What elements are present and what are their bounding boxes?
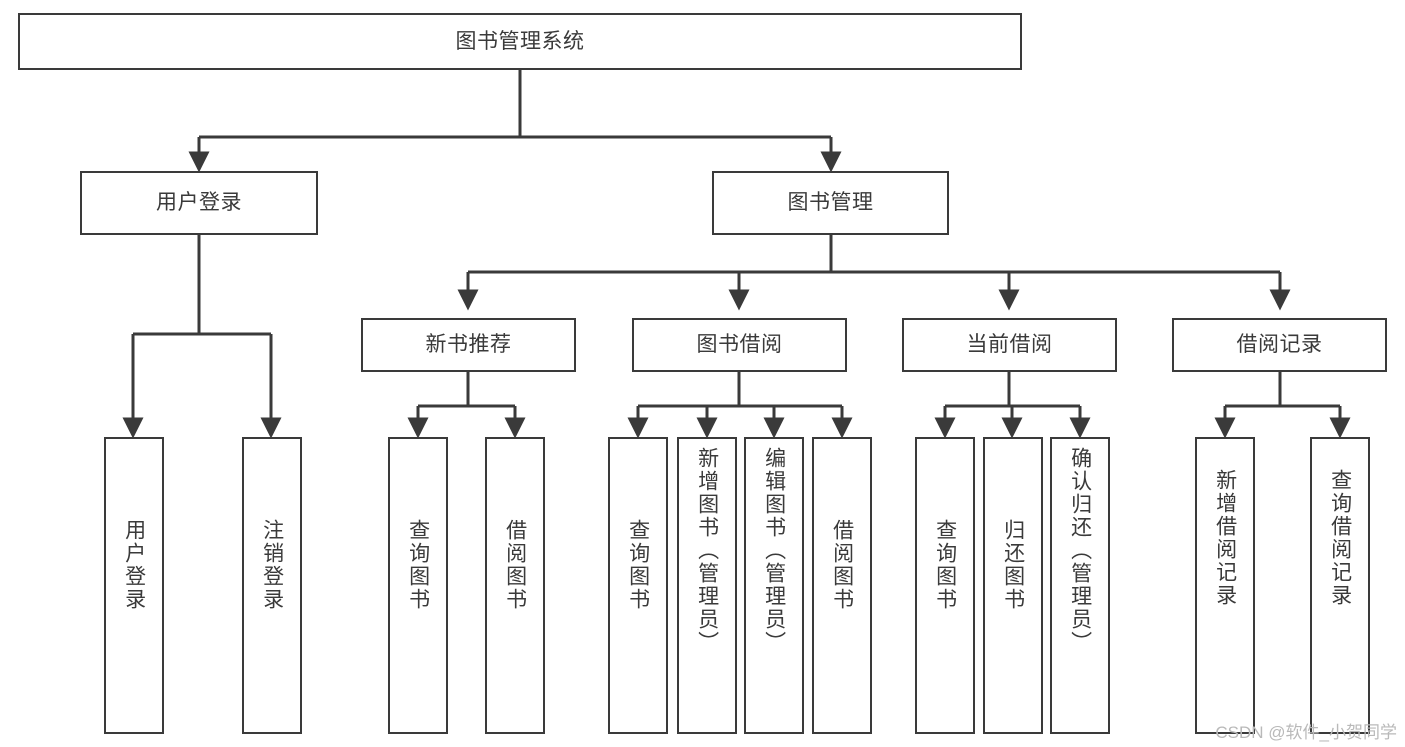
node-leaf-user-logout[interactable]: 注销登录 (242, 437, 302, 734)
node-leaf-query-book-borrow[interactable]: 查询图书 (608, 437, 668, 734)
node-leaf-borrow-book-borrow-label: 借阅图书 (830, 519, 854, 611)
node-book-manage[interactable]: 图书管理 (712, 171, 949, 235)
node-leaf-query-book-current[interactable]: 查询图书 (915, 437, 975, 734)
node-leaf-add-book[interactable]: 新增图书（管理员） (677, 437, 737, 734)
node-leaf-confirm-return[interactable]: 确认归还（管理员） (1050, 437, 1110, 734)
node-leaf-add-book-label: 新增图书（管理员） (695, 447, 719, 654)
node-book-borrow-label: 图书借阅 (696, 333, 783, 357)
node-leaf-query-borrow-record-label: 查询借阅记录 (1328, 469, 1352, 607)
node-root-label: 图书管理系统 (455, 29, 585, 53)
node-borrow-record[interactable]: 借阅记录 (1172, 318, 1387, 372)
node-new-book-recommend[interactable]: 新书推荐 (361, 318, 576, 372)
node-book-borrow[interactable]: 图书借阅 (632, 318, 847, 372)
node-leaf-query-book-borrow-label: 查询图书 (626, 519, 650, 611)
node-current-borrow[interactable]: 当前借阅 (902, 318, 1117, 372)
node-user-login[interactable]: 用户登录 (80, 171, 318, 235)
node-leaf-borrow-book-recommend[interactable]: 借阅图书 (485, 437, 545, 734)
node-leaf-edit-book-label: 编辑图书（管理员） (762, 447, 786, 654)
node-leaf-add-borrow-record[interactable]: 新增借阅记录 (1195, 437, 1255, 734)
node-leaf-edit-book[interactable]: 编辑图书（管理员） (744, 437, 804, 734)
node-leaf-query-borrow-record[interactable]: 查询借阅记录 (1310, 437, 1370, 734)
node-new-book-recommend-label: 新书推荐 (425, 333, 512, 357)
node-leaf-return-book-label: 归还图书 (1001, 519, 1025, 611)
node-leaf-query-book-recommend[interactable]: 查询图书 (388, 437, 448, 734)
node-borrow-record-label: 借阅记录 (1236, 333, 1323, 357)
node-leaf-query-book-recommend-label: 查询图书 (406, 519, 430, 611)
node-leaf-user-login[interactable]: 用户登录 (104, 437, 164, 734)
node-leaf-query-book-current-label: 查询图书 (933, 519, 957, 611)
node-book-manage-label: 图书管理 (787, 191, 874, 215)
node-root-book-management-system[interactable]: 图书管理系统 (18, 13, 1022, 70)
node-leaf-user-login-label: 用户登录 (122, 519, 146, 611)
node-leaf-borrow-book-recommend-label: 借阅图书 (503, 519, 527, 611)
node-current-borrow-label: 当前借阅 (966, 333, 1053, 357)
node-user-login-label: 用户登录 (156, 191, 242, 215)
node-leaf-return-book[interactable]: 归还图书 (983, 437, 1043, 734)
node-leaf-user-logout-label: 注销登录 (260, 519, 284, 611)
node-leaf-borrow-book-borrow[interactable]: 借阅图书 (812, 437, 872, 734)
node-leaf-add-borrow-record-label: 新增借阅记录 (1213, 469, 1237, 607)
node-leaf-confirm-return-label: 确认归还（管理员） (1068, 447, 1092, 654)
csdn-watermark: CSDN @软件_小贺同学 (1215, 723, 1397, 742)
